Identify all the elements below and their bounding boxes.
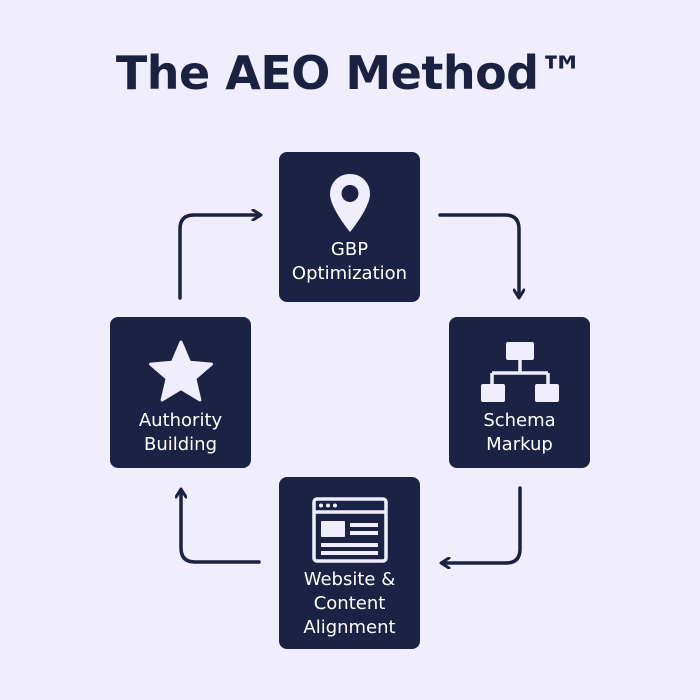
step-gbp-optimization: GBP Optimization: [279, 152, 420, 302]
map-pin-icon: [279, 172, 420, 236]
step-label: Authority Building: [138, 410, 223, 455]
browser-window-icon: [279, 497, 420, 563]
arrow-schema-to-website: [442, 486, 522, 563]
step-website-content-alignment: Website & Content Alignment: [279, 477, 420, 649]
sitemap-hierarchy-icon: [449, 341, 590, 405]
step-schema-markup: Schema Markup: [449, 317, 590, 468]
arrow-gbp-to-schema: [438, 213, 519, 297]
arrow-authority-to-gbp: [178, 215, 260, 300]
star-icon: [110, 339, 251, 405]
page-title: The AEO Method™: [115, 46, 585, 100]
arrow-website-to-authority: [181, 490, 261, 564]
step-authority-building: Authority Building: [110, 317, 251, 468]
step-label: Website & Content Alignment: [303, 569, 396, 638]
step-label: Schema Markup: [483, 410, 556, 455]
step-label: GBP Optimization: [291, 239, 408, 284]
